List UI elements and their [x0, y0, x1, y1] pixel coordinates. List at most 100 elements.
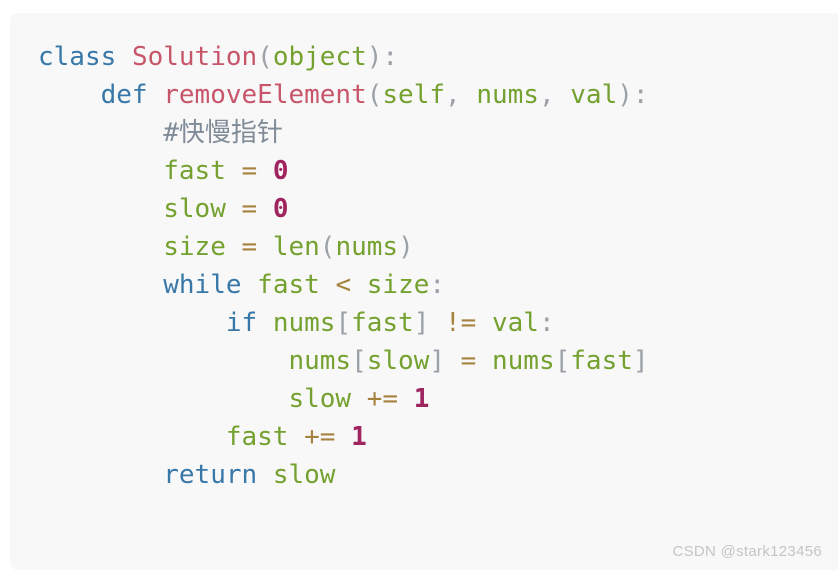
- code-token-keyword: return: [163, 460, 258, 490]
- code-token-punctuation: ):: [617, 80, 649, 110]
- code-token-punctuation: [: [335, 308, 352, 338]
- code-token-text: [257, 232, 273, 262]
- code-token-identifier: nums: [288, 346, 352, 376]
- code-token-text: [226, 194, 242, 224]
- code-token-identifier: slow: [272, 460, 336, 490]
- code-token-text: [257, 460, 273, 490]
- code-token-identifier: fast: [351, 308, 414, 338]
- code-token-title: removeElement: [163, 80, 367, 110]
- code-line: class Solution(object):: [38, 38, 838, 76]
- code-token-punctuation: [: [554, 346, 571, 376]
- code-token-punctuation: ]: [632, 346, 649, 376]
- code-token-text: [38, 308, 226, 338]
- code-line: def removeElement(self, nums, val):: [38, 76, 838, 114]
- code-token-identifier: nums: [335, 232, 399, 262]
- code-token-text: [38, 194, 163, 224]
- code-line: slow += 1: [38, 380, 838, 418]
- code-token-number: 1: [351, 422, 367, 452]
- code-token-text: [445, 346, 461, 376]
- code-token-punctuation: :: [538, 308, 555, 338]
- code-token-text: [257, 156, 273, 186]
- code-token-text: [351, 384, 367, 414]
- code-token-text: [555, 80, 571, 110]
- code-token-operator: +=: [304, 422, 336, 452]
- code-token-keyword: class: [38, 42, 117, 72]
- code-token-operator: +=: [366, 384, 399, 414]
- code-token-identifier: fast: [257, 270, 320, 300]
- code-token-identifier: slow: [366, 346, 430, 376]
- code-token-number: 0: [272, 156, 289, 186]
- code-line: fast = 0: [38, 152, 838, 190]
- code-token-identifier: fast: [163, 156, 226, 186]
- code-line: while fast < size:: [38, 266, 838, 304]
- code-token-identifier: object: [272, 42, 367, 72]
- code-token-operator: =: [241, 232, 258, 262]
- code-token-text: [288, 422, 304, 452]
- code-line: if nums[fast] != val:: [38, 304, 838, 342]
- code-token-operator: !=: [445, 308, 477, 338]
- code-token-identifier: slow: [288, 384, 352, 414]
- code-token-identifier: len: [272, 232, 320, 262]
- code-token-identifier: nums: [272, 308, 336, 338]
- code-line: slow = 0: [38, 190, 838, 228]
- code-line: return slow: [38, 456, 838, 494]
- code-token-text: [398, 384, 414, 414]
- code-token-text: [38, 270, 163, 300]
- code-token-text: [38, 460, 163, 490]
- code-token-text: [38, 232, 163, 262]
- code-token-text: [429, 308, 445, 338]
- code-token-text: [320, 270, 336, 300]
- code-token-operator: =: [241, 156, 258, 186]
- code-token-text: [38, 422, 226, 452]
- code-line: nums[slow] = nums[fast]: [38, 342, 838, 380]
- code-token-identifier: fast: [225, 422, 289, 452]
- code-token-identifier: self: [382, 80, 446, 110]
- code-token-identifier: fast: [570, 346, 633, 376]
- code-token-text: [116, 42, 132, 72]
- code-token-text: [38, 156, 163, 186]
- code-token-text: [38, 80, 101, 110]
- code-token-keyword: if: [225, 308, 258, 338]
- code-token-punctuation: ,: [445, 80, 461, 110]
- code-token-text: [335, 422, 351, 452]
- code-token-text: [257, 194, 273, 224]
- code-token-keyword: while: [163, 270, 242, 300]
- code-token-punctuation: ):: [366, 42, 399, 72]
- code-token-text: [38, 384, 288, 414]
- code-token-operator: =: [241, 194, 258, 224]
- code-token-operator: <: [335, 270, 352, 300]
- watermark-text: CSDN @stark123456: [672, 543, 822, 560]
- code-token-text: [476, 308, 492, 338]
- code-token-identifier: nums: [491, 346, 555, 376]
- code-token-text: [476, 346, 492, 376]
- code-token-text: [257, 308, 273, 338]
- code-token-number: 1: [413, 384, 430, 414]
- code-token-identifier: nums: [476, 80, 539, 110]
- code-line: fast += 1: [38, 418, 838, 456]
- code-token-text: [226, 156, 242, 186]
- code-token-text: [242, 270, 258, 300]
- code-line: size = len(nums): [38, 228, 838, 266]
- code-token-punctuation: (: [366, 80, 383, 110]
- code-token-title: Solution: [131, 42, 258, 72]
- code-token-punctuation: ]: [413, 308, 430, 338]
- code-token-punctuation: [: [351, 346, 367, 376]
- code-token-punctuation: :: [429, 270, 446, 300]
- code-line: #快慢指针: [38, 114, 838, 152]
- code-token-punctuation: (: [257, 42, 273, 72]
- code-token-identifier: val: [570, 80, 618, 110]
- code-block: class Solution(object): def removeElemen…: [10, 13, 838, 570]
- code-token-text: [38, 346, 288, 376]
- code-content: class Solution(object): def removeElemen…: [10, 13, 838, 494]
- code-token-punctuation: (: [319, 232, 336, 262]
- code-token-identifier: size: [163, 232, 226, 262]
- code-token-identifier: slow: [163, 194, 226, 224]
- code-token-text: [461, 80, 477, 110]
- code-token-text: [351, 270, 367, 300]
- code-token-identifier: size: [366, 270, 430, 300]
- code-token-keyword: def: [100, 80, 148, 110]
- code-token-comment: #快慢指针: [163, 118, 283, 148]
- code-token-punctuation: ]: [429, 346, 446, 376]
- code-token-punctuation: ,: [538, 80, 555, 110]
- code-token-text: [148, 80, 164, 110]
